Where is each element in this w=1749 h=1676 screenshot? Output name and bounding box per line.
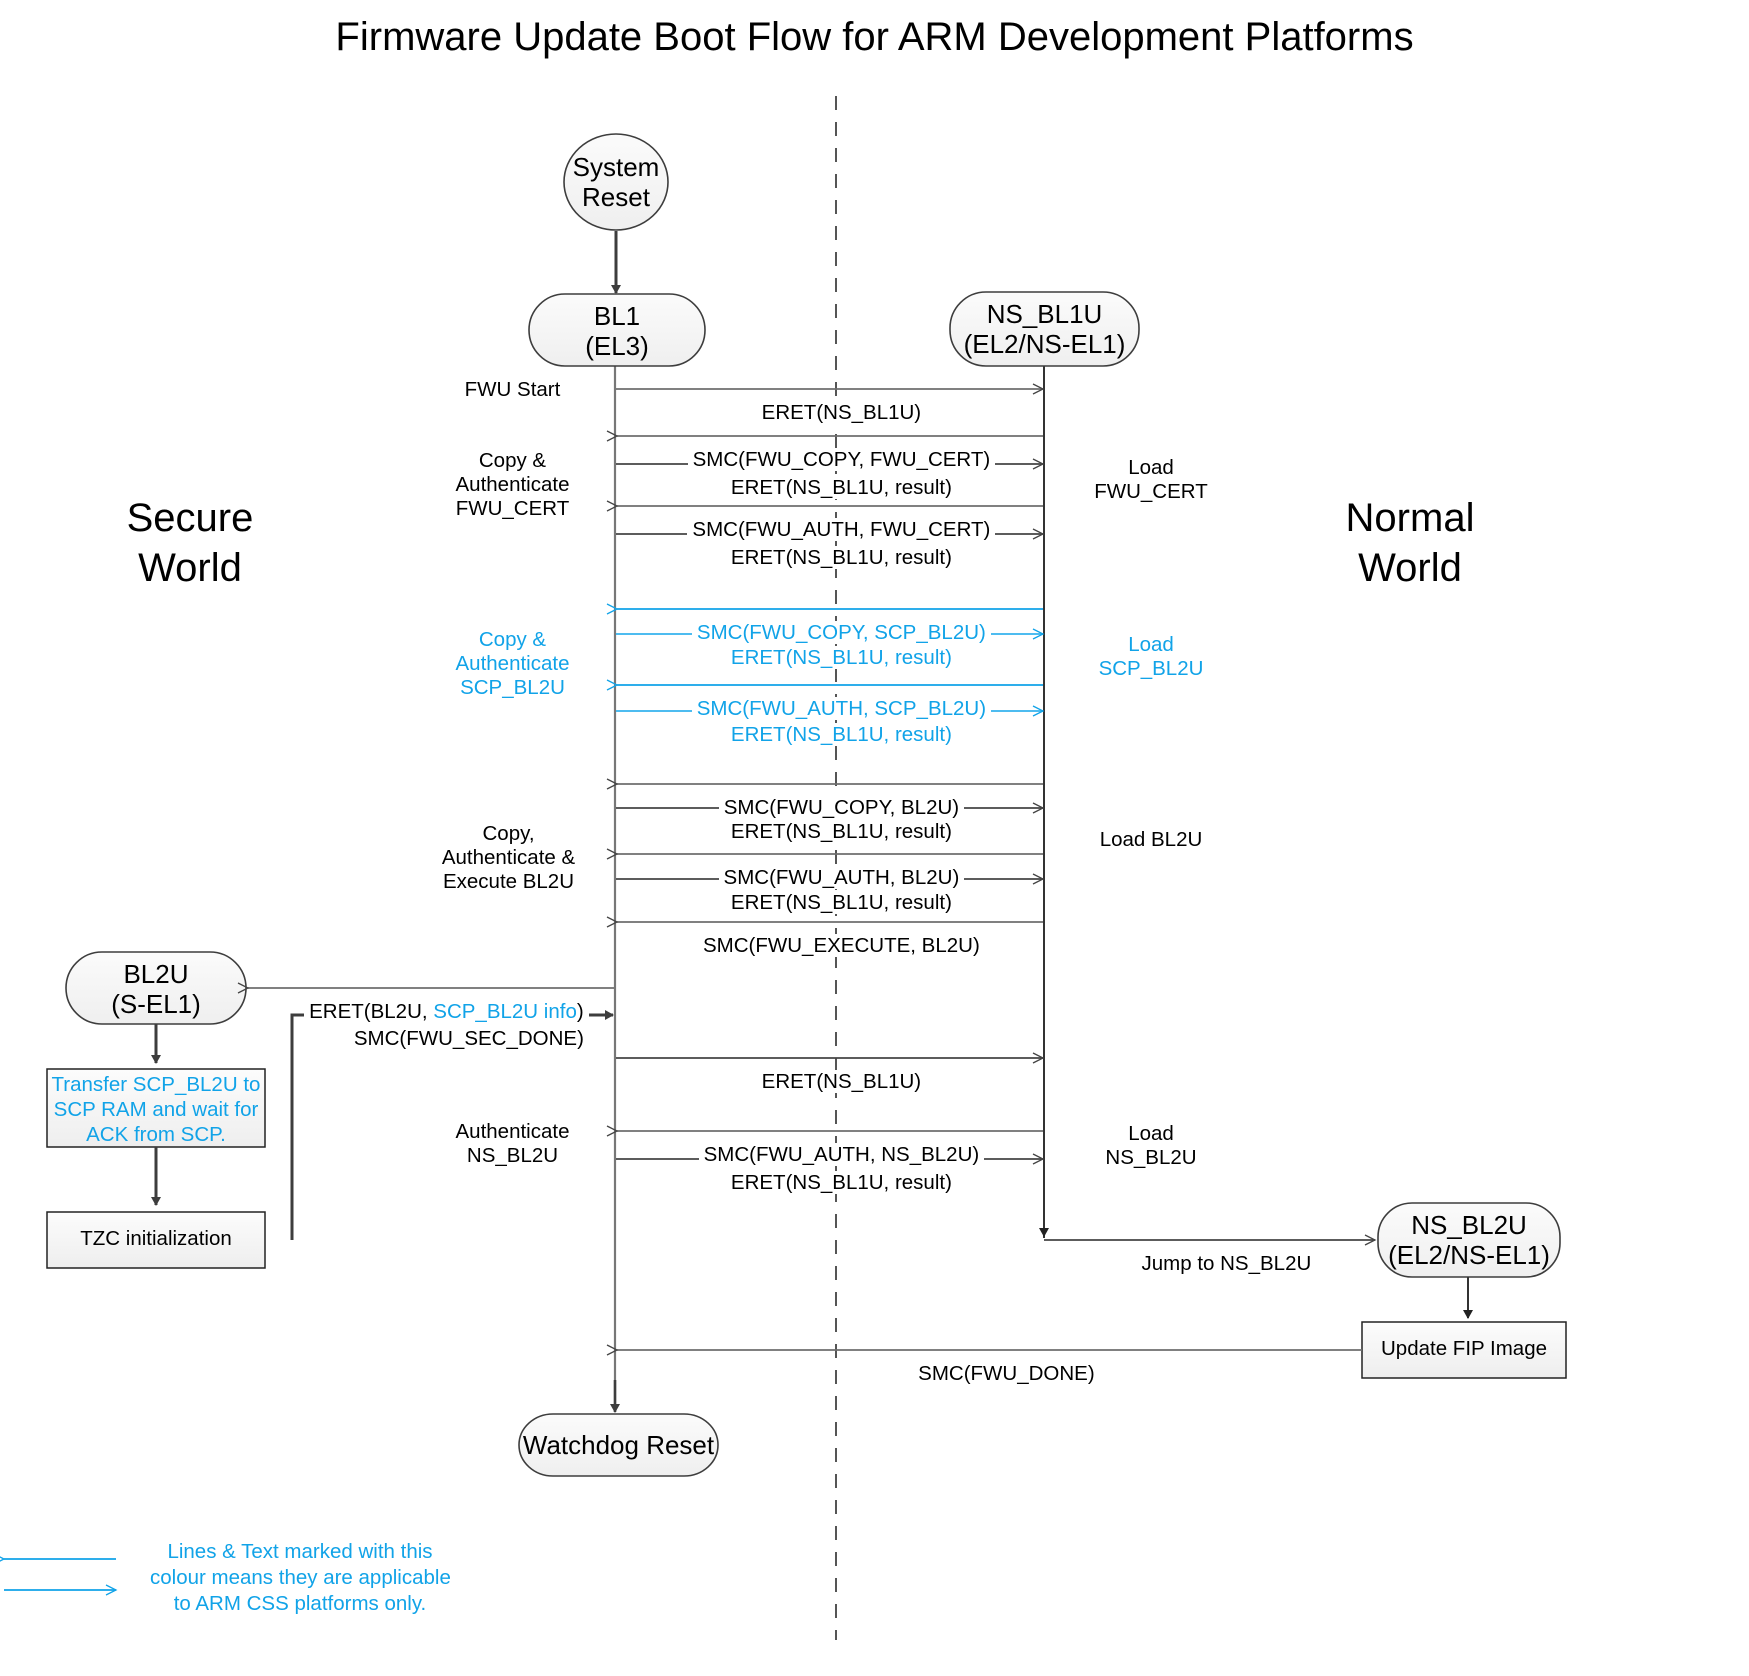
- msg-label-m19: ERET(NS_BL1U, result): [630, 1147, 1030, 1220]
- box-update-fip-label: Update FIP Image: [1381, 1337, 1547, 1360]
- box-transfer-scp-label-2: SCP RAM and wait for: [53, 1098, 259, 1121]
- msg-text: SMC(FWU_COPY, FWU_CERT): [687, 448, 996, 472]
- msg-label-m12: SMC(FWU_AUTH, BL2U): [630, 842, 1030, 915]
- msg-label-m13: ERET(NS_BL1U, result): [630, 867, 1030, 940]
- msg-label-m3: ERET(NS_BL1U, result): [630, 452, 1030, 525]
- msg-text: SMC(FWU_COPY, SCP_BL2U): [691, 621, 991, 645]
- msg-label-m4: SMC(FWU_AUTH, FWU_CERT): [630, 494, 1030, 567]
- side-label-fwu-start: FWU Start: [464, 378, 561, 401]
- msg-label-m8: SMC(FWU_AUTH, SCP_BL2U): [630, 673, 1030, 746]
- legend-label-line1: Lines & Text marked with this: [167, 1540, 433, 1563]
- msg-label-m20: Jump to NS_BL2U: [1060, 1228, 1370, 1301]
- msg-text: SMC(FWU_AUTH, BL2U): [718, 866, 965, 890]
- msg-text-part-c: ): [576, 1000, 584, 1024]
- msg-text: ERET(NS_BL1U): [756, 401, 927, 425]
- secure-world-label-line1: Secure: [126, 496, 254, 540]
- msg-text: SMC(FWU_EXECUTE, BL2U): [698, 934, 985, 958]
- msg-text: ERET(NS_BL1U, result): [725, 646, 957, 670]
- side-label-load-scpbl2u-2: SCP_BL2U: [1098, 657, 1204, 680]
- side-label-copy-auth-exec-bl2u-1: Copy,: [482, 822, 535, 845]
- node-bl2u-label-2: (S-EL1): [111, 989, 201, 1019]
- side-label-copy-auth-scpbl2u-2: Authenticate: [455, 652, 570, 675]
- msg-text: SMC(FWU_DONE): [913, 1362, 1100, 1386]
- msg-text: SMC(FWU_COPY, BL2U): [718, 796, 965, 820]
- msg-text: ERET(NS_BL1U): [756, 1070, 927, 1094]
- node-ns-bl2u-label-1: NS_BL2U: [1411, 1210, 1527, 1240]
- secure-world-label-line2: World: [138, 546, 242, 590]
- side-label-copy-auth-fwucert-2: Authenticate: [455, 473, 570, 496]
- msg-label-m15: ERET(BL2U, SCP_BL2U info): [255, 976, 615, 1049]
- node-bl1-label-2: (EL3): [585, 331, 649, 361]
- node-bl2u-label-1: BL2U: [123, 959, 189, 989]
- box-transfer-scp-label-3: ACK from SCP.: [86, 1123, 226, 1146]
- page-title: Firmware Update Boot Flow for ARM Develo…: [335, 15, 1414, 59]
- node-system-reset-label-1: System: [572, 152, 660, 182]
- side-label-copy-auth-exec-bl2u-2: Authenticate &: [441, 846, 576, 869]
- msg-label-m2: SMC(FWU_COPY, FWU_CERT): [630, 424, 1030, 497]
- node-ns-bl1u-label-1: NS_BL1U: [986, 299, 1103, 329]
- side-label-auth-nsbl2u-1: Authenticate: [455, 1120, 570, 1143]
- node-system-reset: [563, 133, 669, 231]
- msg-text: ERET(NS_BL1U, result): [725, 820, 957, 844]
- msg-label-m9: ERET(NS_BL1U, result): [630, 699, 1030, 772]
- msg-text-part-a: ERET(BL2U,: [309, 1000, 434, 1024]
- legend-label-line2: colour means they are applicable: [150, 1566, 451, 1589]
- side-label-copy-auth-exec-bl2u-3: Execute BL2U: [442, 870, 575, 893]
- box-update-fip: [1361, 1321, 1567, 1379]
- msg-label-m18: SMC(FWU_AUTH, NS_BL2U): [630, 1119, 1030, 1192]
- msg-text: ERET(NS_BL1U, result): [725, 546, 957, 570]
- msg-label-m7: ERET(NS_BL1U, result): [630, 622, 1030, 695]
- node-ns-bl1u-label-2: (EL2/NS-EL1): [963, 329, 1126, 359]
- msg-text: SMC(FWU_AUTH, FWU_CERT): [687, 518, 996, 542]
- msg-label-m11: ERET(NS_BL1U, result): [630, 796, 1030, 869]
- side-label-load-scpbl2u-1: Load: [1128, 633, 1174, 656]
- msg-text-m15: ERET(BL2U, SCP_BL2U info): [304, 1000, 589, 1024]
- msg-label-m10: SMC(FWU_COPY, BL2U): [630, 772, 1030, 845]
- msg-text-part-b: SCP_BL2U info: [433, 1000, 577, 1024]
- side-label-load-bl2u: Load BL2U: [1099, 828, 1203, 851]
- normal-world-label-line1: Normal: [1345, 496, 1475, 540]
- msg-label-m6: SMC(FWU_COPY, SCP_BL2U): [630, 597, 1030, 670]
- side-label-copy-auth-scpbl2u-3: SCP_BL2U: [460, 676, 565, 699]
- node-bl1-label-1: BL1: [593, 301, 641, 331]
- node-ns-bl1u: [949, 291, 1140, 367]
- msg-label-m17: ERET(NS_BL1U): [630, 1046, 1030, 1119]
- msg-label-m14: SMC(FWU_EXECUTE, BL2U): [630, 910, 1030, 983]
- box-transfer-scp-label-1: Transfer SCP_BL2U to: [51, 1073, 261, 1096]
- node-watchdog-reset-label: Watchdog Reset: [522, 1430, 715, 1460]
- side-label-load-fwucert-2: FWU_CERT: [1094, 480, 1208, 503]
- side-label-copy-auth-scpbl2u-1: Copy &: [478, 628, 547, 651]
- side-label-load-nsbl2u-1: Load: [1128, 1122, 1174, 1145]
- node-system-reset-label-2: Reset: [582, 182, 650, 212]
- box-tzc-init-label: TZC initialization: [80, 1227, 232, 1250]
- legend-label-line3: to ARM CSS platforms only.: [173, 1592, 427, 1615]
- normal-world-label-line2: World: [1358, 546, 1462, 590]
- node-watchdog-reset: [518, 1413, 719, 1477]
- msg-label-m16: SMC(FWU_SEC_DONE): [300, 1003, 615, 1076]
- side-label-auth-nsbl2u-2: NS_BL2U: [466, 1144, 559, 1167]
- msg-label-m5: ERET(NS_BL1U, result): [630, 522, 1030, 595]
- msg-text: SMC(FWU_AUTH, NS_BL2U): [698, 1143, 985, 1167]
- msg-text: SMC(FWU_SEC_DONE): [348, 1027, 589, 1051]
- node-bl1: [528, 293, 706, 367]
- side-label-load-fwucert-1: Load: [1128, 456, 1174, 479]
- msg-text: SMC(FWU_AUTH, SCP_BL2U): [691, 697, 992, 721]
- side-label-copy-auth-fwucert-1: Copy &: [478, 449, 547, 472]
- msg-label-m21: SMC(FWU_DONE): [630, 1338, 1360, 1411]
- msg-text: ERET(NS_BL1U, result): [725, 891, 957, 915]
- side-label-copy-auth-fwucert-3: FWU_CERT: [455, 497, 570, 520]
- msg-label-m1: ERET(NS_BL1U): [630, 377, 1030, 450]
- node-ns-bl2u-label-2: (EL2/NS-EL1): [1388, 1240, 1550, 1270]
- box-tzc-init: [46, 1211, 266, 1269]
- side-label-load-nsbl2u-2: NS_BL2U: [1105, 1146, 1197, 1169]
- msg-text: ERET(NS_BL1U, result): [725, 476, 957, 500]
- msg-text: ERET(NS_BL1U, result): [725, 723, 957, 747]
- msg-text: ERET(NS_BL1U, result): [725, 1171, 957, 1195]
- msg-text: Jump to NS_BL2U: [1136, 1252, 1317, 1276]
